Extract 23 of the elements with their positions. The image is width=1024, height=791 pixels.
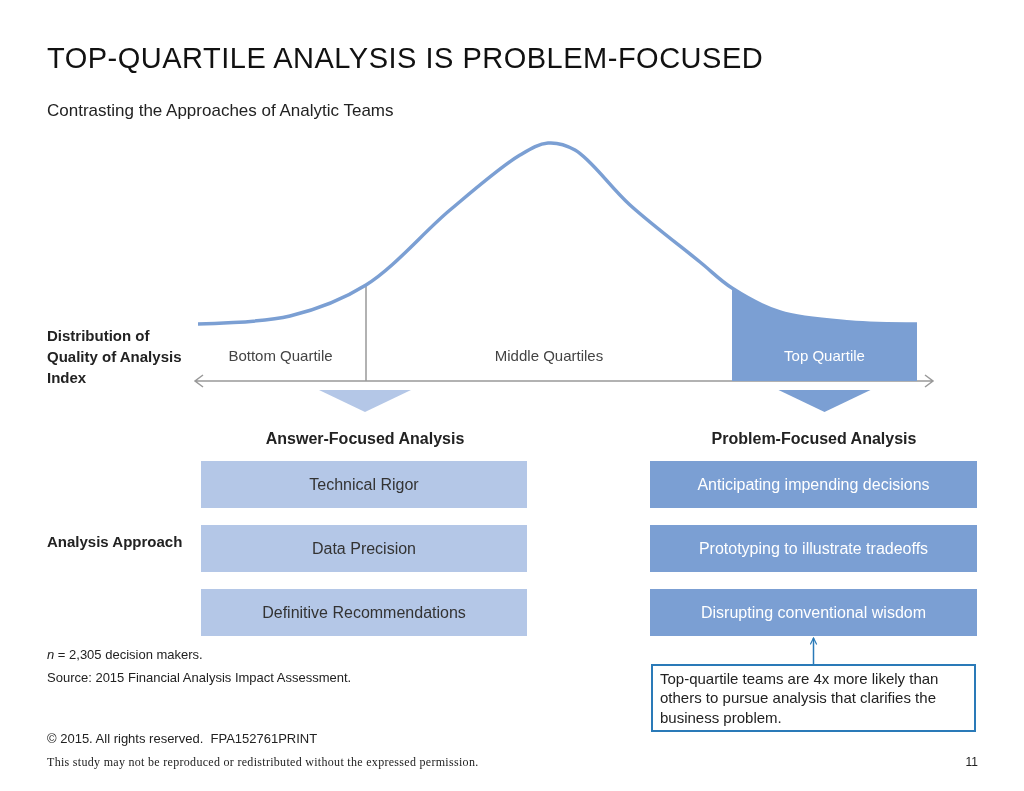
- chevron-arrow: [778, 390, 871, 412]
- approach-box: Anticipating impending decisions: [650, 461, 977, 508]
- chevron-arrow: [319, 390, 411, 412]
- region-label: Middle Quartiles: [366, 340, 732, 370]
- column-heading: Answer-Focused Analysis: [200, 414, 530, 452]
- arrow: [809, 637, 818, 665]
- copyright-note: © 2015. All rights reserved. FPA152761PRINT: [47, 731, 319, 748]
- axis-label: Distribution of Quality of Analysis Index: [47, 326, 183, 388]
- approach-box: Data Precision: [201, 525, 527, 572]
- region-label: Bottom Quartile: [195, 340, 366, 370]
- approach-box: Technical Rigor: [201, 461, 527, 508]
- title: TOP-QUARTILE ANALYSIS IS PROBLEM-FOCUSED: [47, 42, 764, 75]
- sample-note: n = 2,305 decision makers.: [47, 647, 204, 664]
- approach-box: Disrupting conventional wisdom: [650, 589, 977, 636]
- disclaimer-note: This study may not be reproduced or redistributed without the expressed permission.: [47, 755, 480, 771]
- page-number: 11: [964, 755, 978, 771]
- row-label: Analysis Approach: [47, 532, 184, 552]
- column-heading: Problem-Focused Analysis: [650, 414, 978, 452]
- callout-box: Top-quartile teams are 4x more likely than others to pursue analysis that clarifies the business problem.: [651, 664, 976, 732]
- subtitle: Contrasting the Approaches of Analytic Teams: [47, 100, 395, 122]
- approach-box: Prototyping to illustrate tradeoffs: [650, 525, 977, 572]
- approach-box: Definitive Recommendations: [201, 589, 527, 636]
- source-note: Source: 2015 Financial Analysis Impact Assessment.: [47, 670, 353, 687]
